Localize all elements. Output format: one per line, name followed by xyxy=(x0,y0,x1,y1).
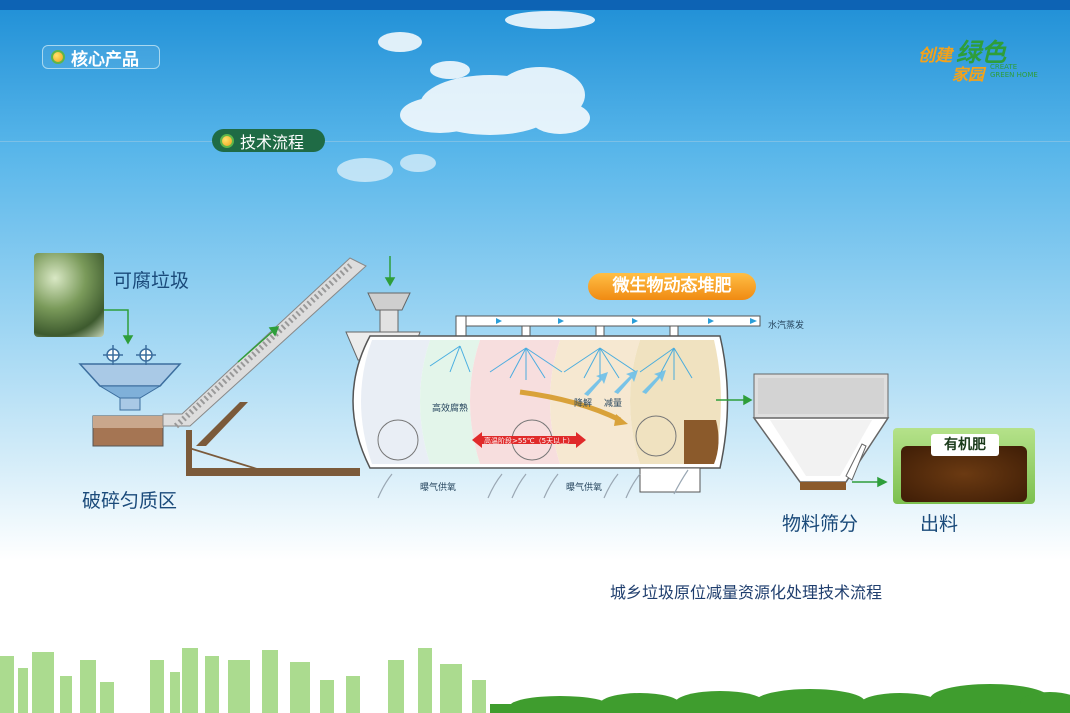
steam-arrows xyxy=(584,370,666,396)
aeration-label-2: 曝气供氧 xyxy=(566,483,603,493)
aeration-arrows xyxy=(377,469,689,499)
degrade-label: 降解 xyxy=(574,399,593,409)
output-label: 出料 xyxy=(920,513,959,535)
city-skyline xyxy=(0,648,486,713)
crusher-blade-icon xyxy=(103,345,156,365)
core-product-badge: 核心产品 xyxy=(42,45,160,70)
diagram-caption: 城乡垃圾原位减量资源化处理技术流程 xyxy=(610,583,883,602)
arrow-drum-to-screen xyxy=(716,394,753,406)
compost-badge: 微生物动态堆肥 xyxy=(588,273,756,300)
arrow-screen-to-output xyxy=(852,476,888,488)
crush-zone-label: 破碎匀质区 xyxy=(82,490,178,512)
homogenize-tank xyxy=(92,415,164,447)
logo-text-english: CREATE GREEN HOME xyxy=(990,63,1038,79)
core-product-label: 核心产品 xyxy=(71,49,139,70)
high-temp-label: 高温阶段>55℃（5天以上） xyxy=(484,437,575,445)
arrow-conveyor xyxy=(237,326,280,363)
logo-text-c: 家园 xyxy=(952,65,985,84)
top-bar xyxy=(0,0,1070,10)
trees xyxy=(490,684,1070,713)
logo-text-b: 绿色 xyxy=(956,38,1007,67)
vapor-label: 水汽蒸发 xyxy=(768,321,805,331)
logo-text-a: 创建 xyxy=(918,46,952,66)
clouds xyxy=(337,11,595,182)
waste-photo xyxy=(34,253,104,337)
aeration-label-1: 曝气供氧 xyxy=(420,483,457,493)
degrade-arrow xyxy=(519,389,628,426)
organic-fertilizer-box: 有机肥 xyxy=(893,428,1035,504)
conveyor-belt xyxy=(162,257,367,476)
fertilizer-tag: 有机肥 xyxy=(931,434,999,456)
screen-label: 物料筛分 xyxy=(782,513,859,535)
zone-label-maturing: 高效腐熟 xyxy=(432,404,469,414)
brand-logo: 创建 绿色 家园 CREATE GREEN HOME xyxy=(918,33,1038,84)
arrow-input-to-crusher xyxy=(104,309,134,345)
tech-process-label: 技术流程 xyxy=(240,132,305,152)
reduce-label: 减量 xyxy=(604,399,623,409)
arrow-feed-down xyxy=(384,256,396,287)
tech-process-badge: 技术流程 xyxy=(212,129,325,152)
leaf-icon xyxy=(220,133,234,148)
spray-fans xyxy=(429,345,693,380)
screen-unit xyxy=(752,373,890,490)
crusher-hopper xyxy=(78,345,182,411)
leaf-icon xyxy=(51,50,65,64)
compost-drum xyxy=(352,335,729,493)
high-temp-arrow xyxy=(472,432,586,448)
divider-line xyxy=(0,141,1070,142)
input-waste-label: 可腐垃圾 xyxy=(113,270,190,292)
